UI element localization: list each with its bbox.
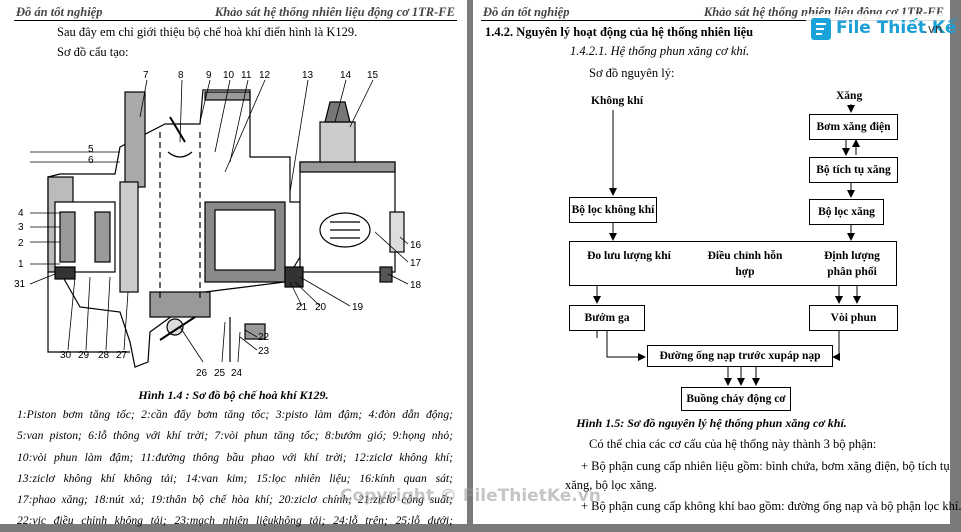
figure-caption: Hình 1.4 : Sơ đồ bộ chế hoà khí K129. xyxy=(138,388,329,402)
callout-number: 5 xyxy=(88,144,94,155)
callout-number: 25 xyxy=(214,368,226,379)
site-logo: File Thiết Kế .vn xyxy=(806,14,957,44)
callout-number: 12 xyxy=(259,70,271,81)
air-flow-measure-label: Đo lưu lượng khí xyxy=(587,250,671,262)
callout-number: 10 xyxy=(223,70,235,81)
legend-line: 13:ziclơ không khí không tải; 14:van kim… xyxy=(17,471,453,485)
mixture-adjust-label: Điều chỉnh hỗn hợp xyxy=(707,250,783,278)
injector-box: Vòi phun xyxy=(809,305,898,331)
logo-domain: .vn xyxy=(924,22,943,36)
callout-number: 21 xyxy=(296,302,308,313)
legend-line: 1:Piston bơm tăng tốc; 2:cần đẩy bơm tăn… xyxy=(17,408,453,421)
header-right: Khảo sát hệ thống nhiên liệu động cơ 1TR… xyxy=(214,5,455,19)
fuel-filter-box: Bộ lọc xăng xyxy=(809,199,884,225)
bullet-text: + Bộ phận cung cấp nhiên liệu gồm: bình … xyxy=(581,459,950,473)
flow-diagram-connectors-lower xyxy=(606,331,840,386)
callout-number: 28 xyxy=(98,350,110,361)
callout-number: 31 xyxy=(14,279,26,290)
page-header: Đồ án tốt nghiệp Khảo sát hệ thống nhiên… xyxy=(14,4,457,21)
legend-line: 22:vic điều chỉnh không tải; 23:mạch nhi… xyxy=(17,514,453,528)
section-title: 1.4.2. Nguyên lý hoạt động của hệ thống … xyxy=(485,25,754,39)
bullet-text: xăng, bộ lọc xăng. xyxy=(565,478,657,492)
callout-number: 17 xyxy=(410,258,422,269)
intro-text: Sau đây em chỉ giới thiệu bộ chế hoà khí… xyxy=(57,25,358,39)
callout-number: 23 xyxy=(258,346,270,357)
header-left: Đồ án tốt nghiệp xyxy=(16,5,103,19)
carburetor-diagram: 7 8 9 10 11 12 13 14 15 5 6 4 3 2 1 31 1… xyxy=(14,70,422,379)
callout-number: 27 xyxy=(116,350,128,361)
combustion-chamber-box: Buồng cháy động cơ xyxy=(681,387,791,411)
electric-fuel-pump-box: Bơm xăng điện xyxy=(809,114,898,140)
callout-number: 26 xyxy=(196,368,208,379)
subsection-title: 1.4.2.1. Hệ thống phun xăng cơ khí. xyxy=(570,44,750,58)
copyright-watermark: Copyright © FileThietKe.vn xyxy=(340,486,601,506)
callout-number: 11 xyxy=(241,70,252,81)
callout-number: 24 xyxy=(231,368,243,379)
callout-number: 1 xyxy=(18,259,24,270)
callout-number: 7 xyxy=(143,70,149,81)
callout-number: 15 xyxy=(367,70,379,81)
callout-number: 6 xyxy=(88,155,94,166)
header-left: Đồ án tốt nghiệp xyxy=(483,5,570,19)
air-input-label: Không khí xyxy=(591,95,644,107)
callout-number: 13 xyxy=(302,70,314,81)
callout-number: 16 xyxy=(410,240,422,251)
fuel-accumulator-box: Bộ tích tụ xăng xyxy=(809,157,898,183)
flow-distribute-label: Định lượng phân phối xyxy=(824,250,880,278)
callout-number: 29 xyxy=(78,350,90,361)
callout-number: 9 xyxy=(206,70,212,81)
principle-label: Sơ đồ nguyên lý: xyxy=(589,66,675,80)
document-page-right: Đồ án tốt nghiệp Khảo sát hệ thống nhiên… xyxy=(473,0,961,524)
figure-caption: Hình 1.5: Sơ đồ nguyên lý hệ thống phun … xyxy=(576,416,847,430)
callout-number: 19 xyxy=(352,302,364,313)
callout-number: 2 xyxy=(18,238,24,249)
figure-legend: 1:Piston bơm tăng tốc; 2:cần đẩy bơm tăn… xyxy=(17,404,453,532)
throttle-box: Bướm ga xyxy=(569,305,645,331)
legend-line: 10:vòi phun làm đậm; 11:đường thông bầu … xyxy=(17,450,453,464)
legend-line: 5:van piston; 6:lỗ thông với khí trời; 7… xyxy=(17,429,453,443)
callout-number: 22 xyxy=(258,332,270,343)
logo-text: File Thiết Kế xyxy=(836,18,957,38)
structure-label: Sơ đồ cấu tạo: xyxy=(57,45,129,59)
intake-manifold-box: Đường ống nạp trước xupáp nạp xyxy=(647,345,833,367)
bullet-text: + Bộ phận cung cấp không khí bao gồm: đư… xyxy=(581,499,961,513)
callout-number: 20 xyxy=(315,302,327,313)
callout-number: 14 xyxy=(340,70,352,81)
document-page-left: Đồ án tốt nghiệp Khảo sát hệ thống nhiên… xyxy=(0,0,467,527)
callout-number: 8 xyxy=(178,70,184,81)
paragraph-text: Có thể chia các cơ cấu của hệ thống này … xyxy=(589,437,877,451)
callout-number: 18 xyxy=(410,280,422,291)
metering-unit-frame xyxy=(569,241,897,286)
fuel-input-label: Xăng xyxy=(836,90,863,102)
callout-number: 4 xyxy=(18,208,24,219)
legend-line: 17:phao xăng; 18:nút xả; 19:thân bộ chế … xyxy=(17,493,453,507)
callout-number: 30 xyxy=(60,350,72,361)
callout-number: 3 xyxy=(18,222,24,233)
air-filter-box: Bộ lọc không khí xyxy=(569,197,657,223)
